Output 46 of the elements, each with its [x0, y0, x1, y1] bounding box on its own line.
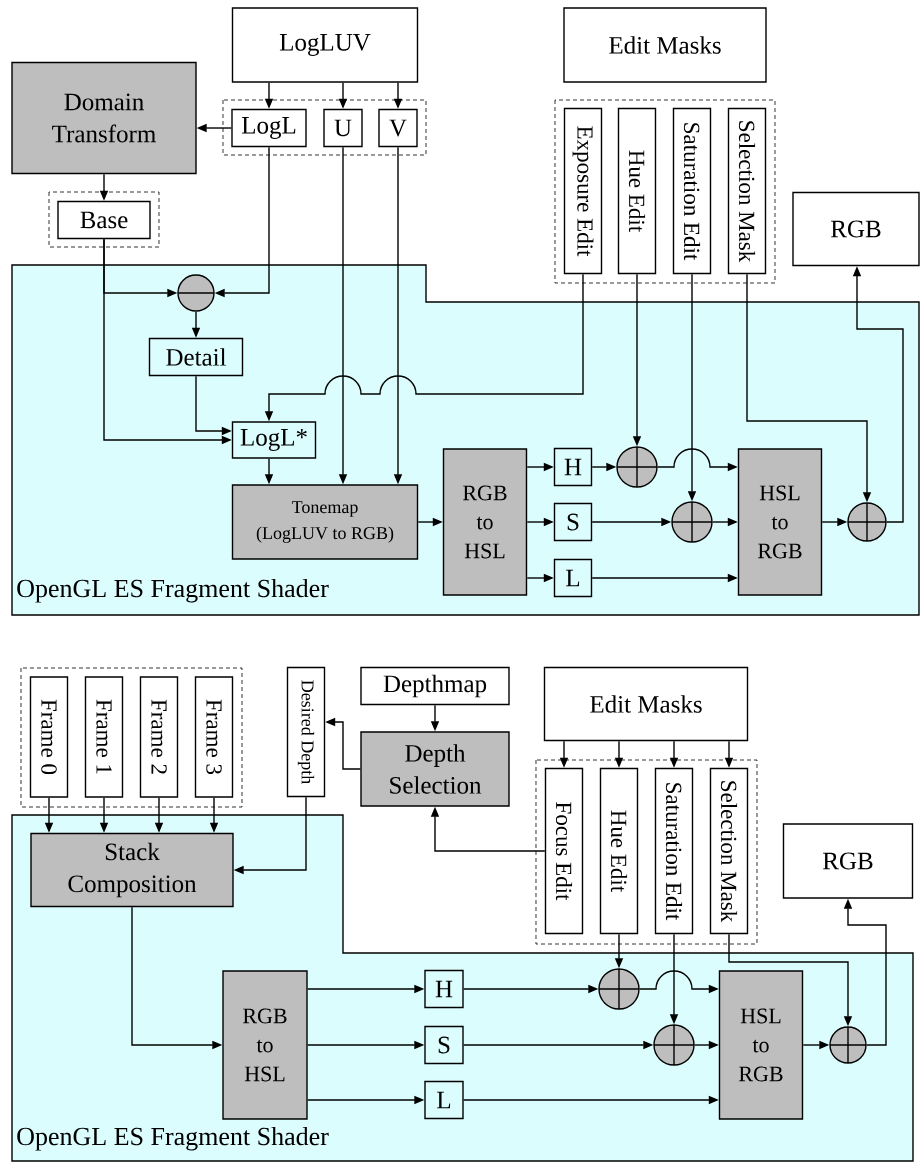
data-box: Selection Mask — [727, 107, 767, 275]
data-box: L — [553, 558, 593, 598]
minus-junction — [177, 274, 215, 312]
data-box: Saturation Edit — [672, 107, 712, 275]
data-box: LogL — [231, 108, 307, 148]
data-box: S — [424, 1025, 464, 1065]
data-box: Focus Edit — [544, 767, 584, 935]
data-box: Frame 2 — [139, 676, 179, 798]
data-box: Exposure Edit — [563, 107, 603, 275]
plus-junction — [671, 501, 713, 543]
data-box: RGB — [782, 823, 914, 899]
plus-junction — [829, 1026, 867, 1064]
plus-junction — [653, 1024, 695, 1066]
process-box: Tonemap (LogLUV to RGB) — [231, 484, 419, 560]
data-box: Desired Depth — [286, 666, 326, 798]
data-box: U — [323, 108, 363, 148]
process-box: Depth Selection — [360, 731, 510, 807]
process-box: HSL to RGB — [718, 970, 804, 1120]
data-box: V — [378, 108, 418, 148]
data-box: Frame 1 — [84, 676, 124, 798]
data-box: Base — [57, 200, 151, 240]
data-box: Hue Edit — [617, 107, 657, 275]
process-box: RGB to HSL — [442, 448, 528, 596]
data-box: S — [553, 502, 593, 542]
process-box: RGB to HSL — [222, 970, 308, 1120]
data-box: Edit Masks — [563, 7, 767, 83]
data-box: RGB — [792, 191, 920, 267]
data-box: Saturation Edit — [654, 767, 694, 935]
data-box: Frame 0 — [29, 676, 69, 798]
data-box: L — [424, 1080, 464, 1120]
process-box: Domain Transform — [11, 61, 197, 175]
process-box: HSL to RGB — [737, 448, 823, 596]
data-box: LogLUV — [231, 7, 419, 83]
data-box: Depthmap — [360, 666, 510, 706]
data-box: Edit Masks — [543, 666, 749, 742]
plus-junction — [598, 968, 640, 1010]
plus-junction — [616, 446, 658, 488]
data-box: H — [553, 447, 593, 487]
data-box: Detail — [148, 337, 244, 377]
data-box: H — [424, 969, 464, 1009]
data-box: Selection Mask — [709, 767, 749, 935]
process-box: Stack Composition — [30, 832, 234, 908]
data-box: Hue Edit — [599, 767, 639, 935]
data-box: LogL* — [231, 421, 317, 459]
data-box: Frame 3 — [194, 676, 234, 798]
plus-junction — [847, 502, 887, 542]
